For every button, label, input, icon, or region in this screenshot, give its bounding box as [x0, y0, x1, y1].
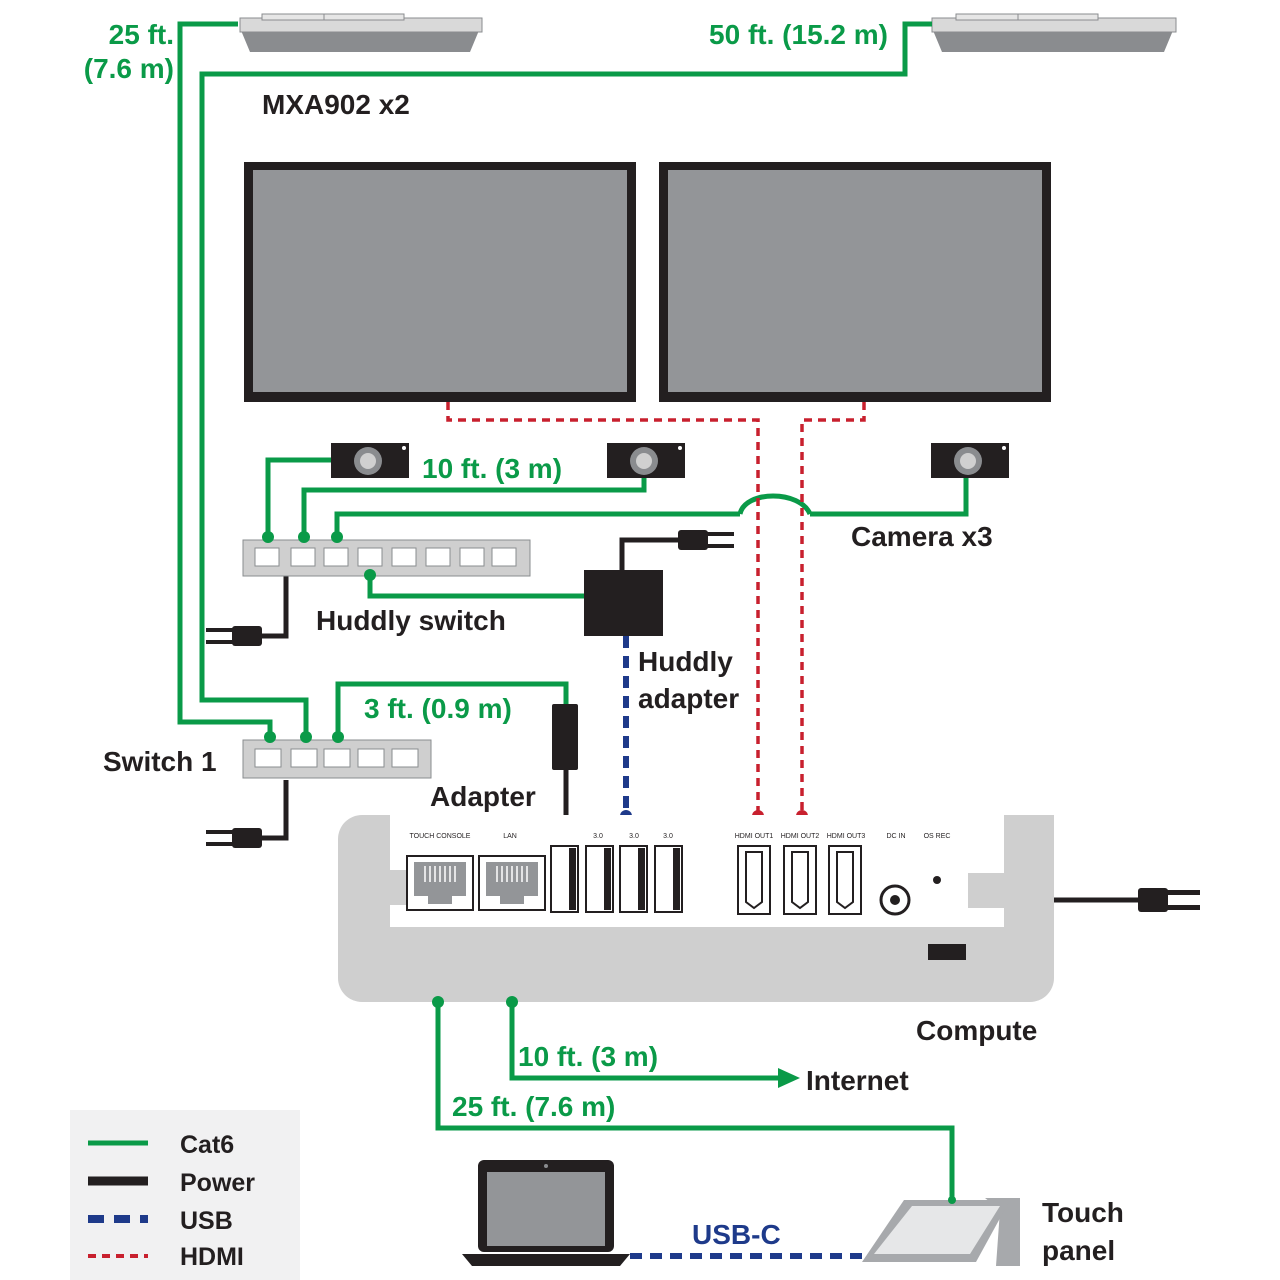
- legend: Cat6 Power USB HDMI: [70, 1110, 300, 1280]
- touch-panel-icon: [862, 1196, 1020, 1266]
- port-label-dc-in: DC IN: [886, 833, 905, 840]
- camera-3: [931, 443, 1009, 478]
- power-plug-icon: [206, 828, 262, 848]
- power-plug-icon: [206, 626, 262, 646]
- port-label-usb-1: 3.0: [593, 833, 603, 840]
- port-label-os-rec: OS REC: [924, 833, 951, 840]
- mic-right-cable-length: 50 ft. (15.2 m): [709, 19, 888, 50]
- huddly-adapter: [584, 570, 663, 636]
- camera-cable-length: 10 ft. (3 m): [422, 453, 562, 484]
- microphone-left: [239, 13, 483, 52]
- legend-label-power: Power: [180, 1169, 255, 1197]
- mic-left-cable-length-line2: (7.6 m): [84, 53, 174, 84]
- display-left: [244, 162, 636, 402]
- port-label-lan: LAN: [503, 833, 517, 840]
- port-label-usb-3: 3.0: [663, 833, 673, 840]
- hdmi-cables: [446, 402, 866, 812]
- camera-name-label: Camera x3: [851, 521, 993, 552]
- camera-1: [331, 443, 409, 478]
- port-label-usb-2: 3.0: [629, 833, 639, 840]
- touch-panel-label-line2: panel: [1042, 1235, 1115, 1266]
- internet-label: Internet: [806, 1065, 909, 1096]
- legend-label-usb: USB: [180, 1207, 233, 1235]
- power-plug-icon: [1138, 888, 1200, 912]
- port-label-hdmi-out1: HDMI OUT1: [735, 833, 774, 840]
- switch1-label: Switch 1: [103, 746, 217, 777]
- switch-1: [242, 739, 432, 779]
- internet-cable-length: 10 ft. (3 m): [518, 1041, 658, 1072]
- os-rec-button: [933, 876, 941, 884]
- internet-arrow-icon: [778, 1068, 800, 1088]
- port-label-hdmi-out3: HDMI OUT3: [827, 833, 866, 840]
- adapter-label: Adapter: [430, 781, 536, 812]
- huddly-adapter-label-line1: Huddly: [638, 646, 733, 677]
- microphone-right: [931, 13, 1177, 52]
- rj45-lan-port: [478, 855, 546, 911]
- touch-panel-label-line1: Touch: [1042, 1197, 1124, 1228]
- mic-left-cable-length-line1: 25 ft.: [109, 19, 174, 50]
- cat6-cables: [177, 21, 969, 1200]
- legend-label-cat6: Cat6: [180, 1131, 234, 1159]
- display-right: [659, 162, 1051, 402]
- legend-label-hdmi: HDMI: [180, 1243, 244, 1271]
- power-plug-icon: [678, 530, 734, 550]
- laptop-icon: [462, 1160, 630, 1266]
- camera-2: [607, 443, 685, 478]
- compute-label: Compute: [916, 1015, 1037, 1046]
- touch-cable-length: 25 ft. (7.6 m): [452, 1091, 615, 1122]
- rj45-touch-console-port: [406, 855, 474, 911]
- switch1-cable-length: 3 ft. (0.9 m): [364, 693, 512, 724]
- huddly-adapter-label-line2: adapter: [638, 683, 739, 714]
- huddly-switch-label: Huddly switch: [316, 605, 506, 636]
- hdmi-ports: [737, 845, 862, 915]
- usbc-label: USB-C: [692, 1219, 781, 1250]
- port-label-touch-console: TOUCH CONSOLE: [410, 833, 471, 840]
- port-label-hdmi-out2: HDMI OUT2: [781, 833, 820, 840]
- huddly-switch: [242, 539, 531, 577]
- mic-name-label: MXA902 x2: [262, 89, 410, 120]
